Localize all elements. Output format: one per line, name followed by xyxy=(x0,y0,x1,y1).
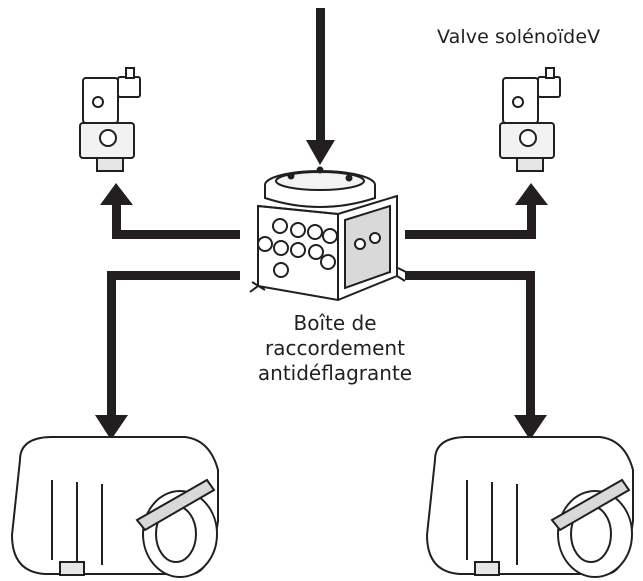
junction-box-icon xyxy=(249,166,409,302)
junction-box-label-line-2: raccordement xyxy=(265,336,405,360)
connector-bottom-right xyxy=(405,271,547,440)
solenoid-valve-right-icon xyxy=(499,67,561,172)
connector-top-right xyxy=(405,183,548,239)
junction-box-label-line-1: Boîte de xyxy=(293,311,377,335)
solenoid-valve-label: Valve solénoïdeV xyxy=(437,26,601,48)
camera-housing-left-icon xyxy=(10,436,219,578)
solenoid-valve-left-icon xyxy=(79,67,141,172)
connector-top-left xyxy=(100,183,240,239)
junction-box-label: Boîte de raccordement antidéflagrante xyxy=(230,311,440,386)
junction-box-label-line-3: antidéflagrante xyxy=(257,361,413,385)
connector-bottom-left xyxy=(95,271,240,440)
camera-housing-right-icon xyxy=(425,436,634,578)
incoming-arrow xyxy=(306,8,335,165)
